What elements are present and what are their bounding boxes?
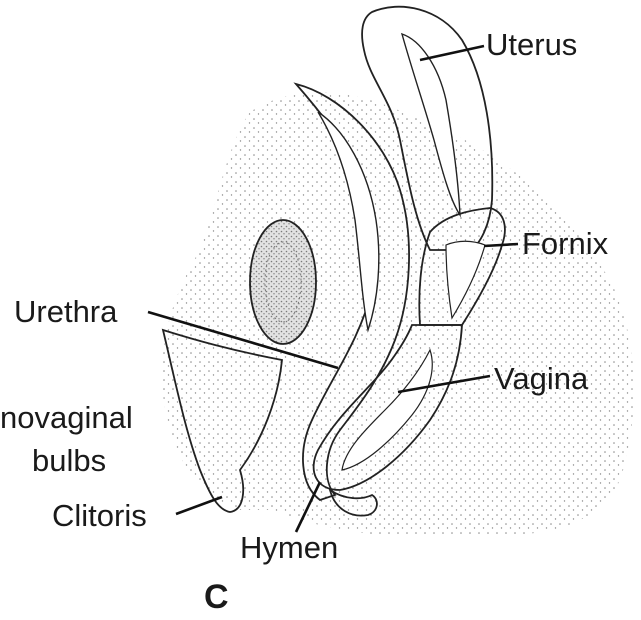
uterus-leader bbox=[420, 46, 484, 60]
background-tissue bbox=[162, 92, 634, 535]
label-clitoris: Clitoris bbox=[52, 498, 147, 533]
label-bulbs-line1: novaginal bbox=[0, 400, 133, 435]
clitoris-leader bbox=[176, 497, 222, 514]
label-bulbs-line2: bulbs bbox=[32, 443, 106, 478]
label-vagina: Vagina bbox=[494, 361, 589, 396]
label-uterus: Uterus bbox=[486, 27, 577, 62]
label-hymen: Hymen bbox=[240, 530, 338, 565]
label-fornix: Fornix bbox=[522, 226, 609, 261]
oval-structure bbox=[250, 220, 316, 344]
panel-letter: C bbox=[204, 578, 229, 616]
label-urethra: Urethra bbox=[14, 294, 118, 329]
